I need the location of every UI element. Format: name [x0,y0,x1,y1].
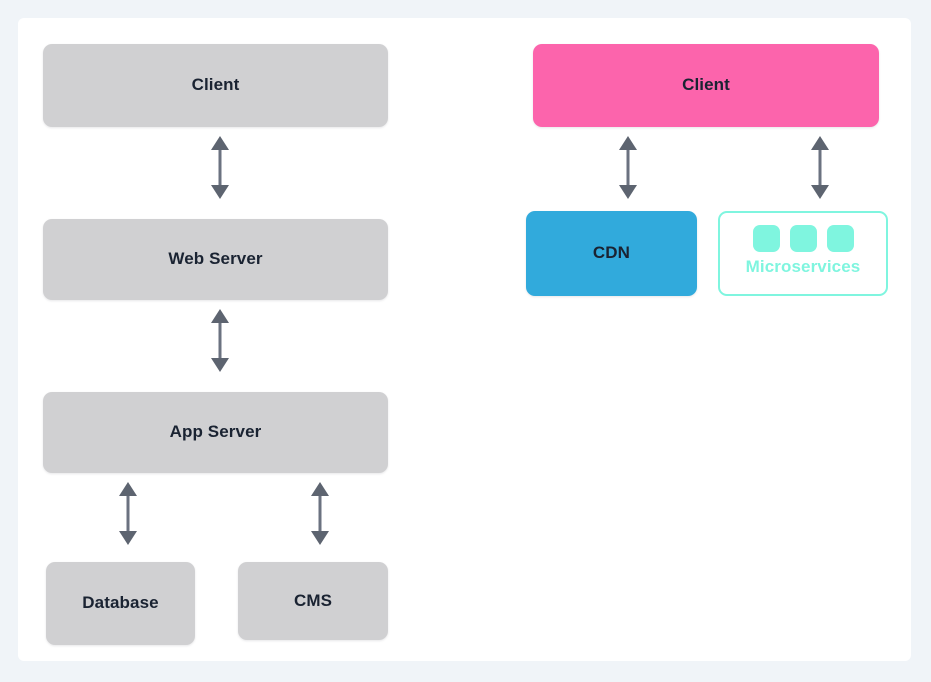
connector-app-server-database [116,482,140,545]
node-client-left[interactable]: Client [43,44,388,127]
diagram-canvas: Client Web Server App Server [18,18,911,661]
connector-client-cdn [616,136,640,199]
node-label: Microservices [745,257,861,276]
node-cms[interactable]: CMS [238,562,388,640]
node-label: Database [82,593,159,613]
node-app-server[interactable]: App Server [43,392,388,473]
connector-client-web-server [208,136,232,199]
node-label: Client [682,75,730,95]
microservice-chip [752,225,780,252]
node-cdn[interactable]: CDN [526,211,697,296]
node-label: CDN [592,243,631,263]
node-label: Web Server [168,249,263,269]
node-label: CMS [293,590,333,610]
node-database[interactable]: Database [46,562,195,645]
microservice-chip-group [752,225,854,252]
node-label: Client [191,75,240,95]
node-microservices[interactable]: Microservices [718,211,888,296]
node-label: App Server [169,422,262,442]
node-client-right[interactable]: Client [533,44,879,127]
connector-client-microservices [808,136,832,199]
connector-web-server-app-server [208,309,232,372]
microservice-chip [789,225,817,252]
node-web-server[interactable]: Web Server [43,219,388,300]
microservice-chip [826,225,854,252]
connector-app-server-cms [308,482,332,545]
